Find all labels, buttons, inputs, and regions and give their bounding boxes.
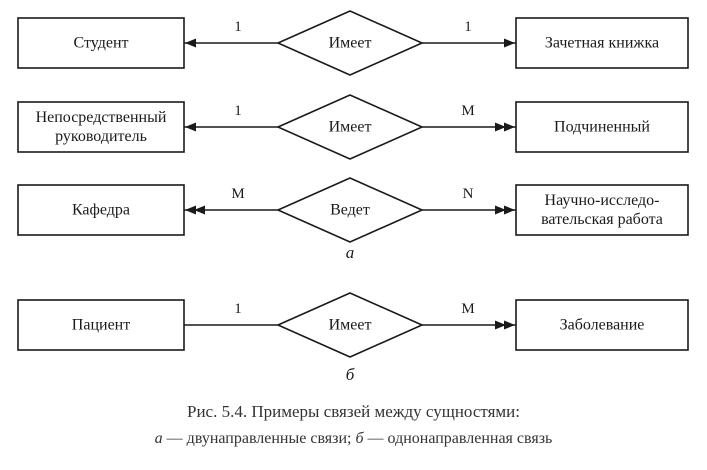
diamond-shape [276,10,424,76]
part-label-b: б [346,365,355,384]
entity-left: Студент [17,17,185,69]
relationship-label: Имеет [329,119,372,136]
caption-b-text: — однонаправленная связь [363,430,553,447]
right-arrowhead-2 [495,122,506,132]
entity-box [515,17,689,69]
figure-caption-legend: а — двунаправленные связи; б — однонапра… [0,430,707,448]
right-arrowhead [504,38,515,48]
entity-box [17,184,185,236]
diamond-shape [276,292,424,358]
cardinality-right: 1 [464,19,472,35]
relationship-row: Кафедра Научно-исследо-вательская работа В… [17,177,689,243]
relationship-label: Ведет [330,202,370,219]
entity-right-label: Подчиненный [554,119,650,136]
diamond-shape [276,94,424,160]
entity-right: Заболевание [515,299,689,351]
entity-box [17,299,185,351]
cardinality-left: 1 [234,103,242,119]
entity-box [515,299,689,351]
entity-left-label-line-1: Непосредственный [36,109,167,126]
cardinality-left: 1 [234,301,242,317]
right-arrowhead [504,122,515,132]
entity-right-label: Заболевание [560,317,645,334]
entity-box [17,101,185,153]
entity-right: Зачетная книжка [515,17,689,69]
left-arrowhead [185,122,196,132]
entity-box [515,184,689,236]
entity-right-label-line-2: вательская работа [541,211,663,228]
entity-box [515,101,689,153]
entity-left: Пациент [17,299,185,351]
right-arrowhead-2 [495,320,506,330]
entity-left-label-line-2: руководитель [55,128,147,145]
entity-right: Подчиненный [515,101,689,153]
relationship-label: Имеет [329,35,372,52]
relationship-row: Пациент Заболевание Имеет 1 M [17,292,689,358]
relationship-diamond: Имеет [276,292,424,358]
entity-box [17,17,185,69]
entity-right: Научно-исследо-вательская работа [515,184,689,236]
cardinality-left: 1 [234,19,242,35]
right-arrowhead-2 [495,205,506,215]
entity-left-label: Студент [73,35,128,52]
left-arrowhead [185,205,196,215]
caption-a-text: — двунаправленные связи; [162,430,356,447]
entity-left: Кафедра [17,184,185,236]
entity-left-label: Кафедра [72,202,130,219]
caption-a-mark: а [154,430,163,447]
diamond-shape [276,177,424,243]
relationship-row: Непосредственный руководитель Подчиненный И… [17,94,689,160]
entity-right-label: Зачетная книжка [545,35,659,52]
part-label-a: а [346,243,355,262]
cardinality-right: N [463,186,474,202]
caption-b-mark: б [355,430,364,447]
left-arrowhead-2 [194,205,205,215]
figure-caption: Рис. 5.4. Примеры связей между сущностям… [186,402,520,421]
right-arrowhead [504,320,515,330]
relationship-diamond: Имеет [276,94,424,160]
entity-left: Непосредственный руководитель [17,101,185,153]
left-arrowhead [185,38,196,48]
entity-left-label: Пациент [72,317,130,334]
cardinality-right: M [461,301,474,317]
right-arrowhead [504,205,515,215]
relationship-row: Студент Зачетная книжка Имеет 1 1 [17,10,689,76]
relationship-label: Имеет [329,317,372,334]
relationship-diamond: Ведет [276,177,424,243]
relationship-diamond: Имеет [276,10,424,76]
cardinality-left: M [231,186,244,202]
entity-right-label-line-1: Научно-исследо- [545,192,660,209]
cardinality-right: M [461,103,474,119]
